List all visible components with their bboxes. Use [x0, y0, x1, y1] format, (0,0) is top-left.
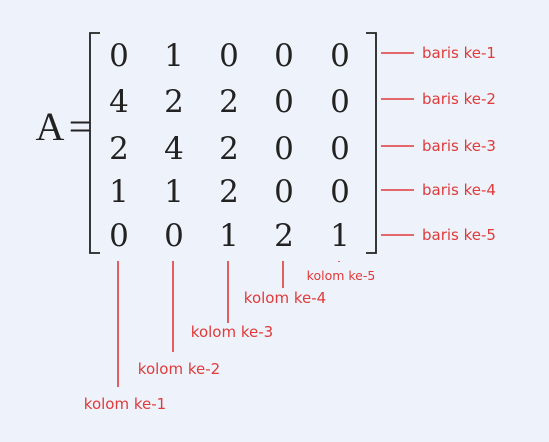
matrix-cell: 0 — [274, 84, 294, 120]
matrix-cell: 0 — [164, 218, 184, 254]
matrix-cell: 0 — [330, 84, 350, 120]
matrix-cell: 2 — [274, 218, 294, 254]
matrix-cell: 0 — [330, 131, 350, 167]
matrix-cell: 1 — [109, 174, 129, 210]
matrix-cell: 1 — [164, 174, 184, 210]
matrix-cell: 2 — [219, 131, 239, 167]
matrix-cell: 2 — [219, 174, 239, 210]
column-label: kolom ke-5 — [307, 268, 376, 283]
matrix-cell: 4 — [164, 131, 184, 167]
matrix-cell: 4 — [109, 84, 129, 120]
left-bracket — [89, 32, 100, 254]
matrix-cell: 1 — [330, 218, 350, 254]
row-label: baris ke-3 — [422, 137, 496, 155]
matrix-cell: 0 — [330, 38, 350, 74]
column-label: kolom ke-1 — [84, 395, 166, 413]
matrix-cell: 0 — [109, 218, 129, 254]
row-label: baris ke-4 — [422, 181, 496, 199]
matrix-cell: 2 — [219, 84, 239, 120]
matrix-cell: 0 — [330, 174, 350, 210]
matrix-cell: 1 — [219, 218, 239, 254]
row-label: baris ke-2 — [422, 90, 496, 108]
equals-sign: = — [69, 104, 92, 149]
row-label: baris ke-1 — [422, 44, 496, 62]
matrix-cell: 0 — [274, 38, 294, 74]
column-label: kolom ke-4 — [244, 289, 326, 307]
column-label: kolom ke-2 — [138, 360, 220, 378]
matrix-name: A — [36, 104, 65, 149]
matrix-cell: 0 — [219, 38, 239, 74]
matrix-cell: 0 — [274, 174, 294, 210]
column-annotations: kolom ke-1 kolom ke-2 kolom ke-3 kolom ke-4… — [84, 261, 376, 413]
row-label: baris ke-5 — [422, 226, 496, 244]
matrix-cell: 1 — [164, 38, 184, 74]
matrix-cell: 2 — [109, 131, 129, 167]
row-annotations: baris ke-1 baris ke-2 baris ke-3 baris ke-4… — [381, 44, 496, 244]
matrix-cell: 0 — [109, 38, 129, 74]
matrix-cell: 2 — [164, 84, 184, 120]
right-bracket — [366, 32, 377, 254]
matrix-cell: 0 — [274, 131, 294, 167]
column-label: kolom ke-3 — [191, 323, 273, 341]
